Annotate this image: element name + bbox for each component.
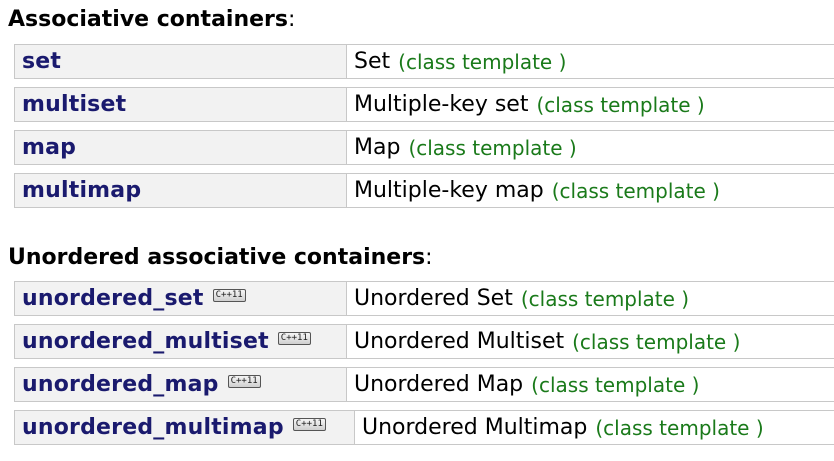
section-heading-associative: Associative containers: — [8, 6, 295, 34]
name-cell: unordered_multiset C++11 — [15, 325, 347, 358]
kind-label: (class template ) — [551, 178, 720, 203]
link-unordered-set[interactable]: unordered_set — [22, 286, 204, 311]
name-cell: multimap — [15, 174, 347, 207]
name-cell: set — [15, 45, 347, 78]
section-heading-unordered: Unordered associative containers: — [8, 244, 433, 272]
description-cell: Unordered Set (class template ) — [347, 282, 689, 315]
cpp11-badge-icon: C++11 — [292, 418, 326, 431]
description-text: Unordered Map — [354, 372, 524, 397]
name-cell: unordered_map C++11 — [15, 368, 347, 401]
description-cell: Unordered Map (class template ) — [347, 368, 699, 401]
cpp11-badge-icon: C++11 — [277, 332, 311, 345]
table-row: unordered_multimap C++11 Unordered Multi… — [14, 410, 834, 445]
link-unordered-multimap[interactable]: unordered_multimap — [22, 415, 284, 440]
table-row: unordered_map C++11 Unordered Map (class … — [14, 367, 834, 402]
cpp11-badge-icon: C++11 — [212, 289, 246, 302]
table-row: multimap Multiple-key map (class template… — [14, 173, 834, 208]
description-cell: Set (class template ) — [347, 45, 566, 78]
table-row: map Map (class template ) — [14, 130, 834, 165]
section-heading-text: Associative containers — [8, 7, 288, 32]
table-row: unordered_set C++11 Unordered Set (class … — [14, 281, 834, 316]
description-text: Set — [354, 49, 391, 74]
description-cell: Map (class template ) — [347, 131, 577, 164]
link-set[interactable]: set — [22, 49, 62, 74]
associative-containers-table: set Set (class template ) multiset Multip… — [14, 44, 834, 216]
link-unordered-multiset[interactable]: unordered_multiset — [22, 329, 269, 354]
description-cell: Unordered Multiset (class template ) — [347, 325, 740, 358]
kind-label: (class template ) — [536, 92, 705, 117]
section-heading-text: Unordered associative containers — [8, 245, 426, 270]
name-cell: unordered_set C++11 — [15, 282, 347, 315]
description-text: Map — [354, 135, 401, 160]
description-cell: Multiple-key map (class template ) — [347, 174, 720, 207]
description-text: Unordered Multimap — [362, 415, 588, 440]
name-cell: unordered_multimap C++11 — [15, 411, 355, 444]
description-text: Unordered Multiset — [354, 329, 565, 354]
name-cell: map — [15, 131, 347, 164]
description-cell: Unordered Multimap (class template ) — [355, 411, 764, 444]
description-text: Multiple-key map — [354, 178, 544, 203]
description-cell: Multiple-key set (class template ) — [347, 88, 705, 121]
table-row: multiset Multiple-key set (class template… — [14, 87, 834, 122]
description-text: Unordered Set — [354, 286, 513, 311]
name-cell: multiset — [15, 88, 347, 121]
link-multiset[interactable]: multiset — [22, 92, 127, 117]
kind-label: (class template ) — [398, 49, 567, 74]
table-row: unordered_multiset C++11 Unordered Multi… — [14, 324, 834, 359]
kind-label: (class template ) — [520, 286, 690, 311]
unordered-containers-table: unordered_set C++11 Unordered Set (class … — [14, 281, 834, 453]
link-map[interactable]: map — [22, 135, 77, 160]
description-text: Multiple-key set — [354, 92, 529, 117]
kind-label: (class template ) — [531, 372, 700, 397]
link-unordered-map[interactable]: unordered_map — [22, 372, 219, 397]
cpp11-badge-icon: C++11 — [227, 375, 261, 388]
kind-label: (class template ) — [572, 329, 741, 354]
kind-label: (class template ) — [408, 135, 577, 160]
heading-colon: : — [287, 7, 296, 32]
table-row: set Set (class template ) — [14, 44, 834, 79]
kind-label: (class template ) — [595, 415, 764, 440]
link-multimap[interactable]: multimap — [22, 178, 142, 203]
heading-colon: : — [425, 245, 433, 270]
